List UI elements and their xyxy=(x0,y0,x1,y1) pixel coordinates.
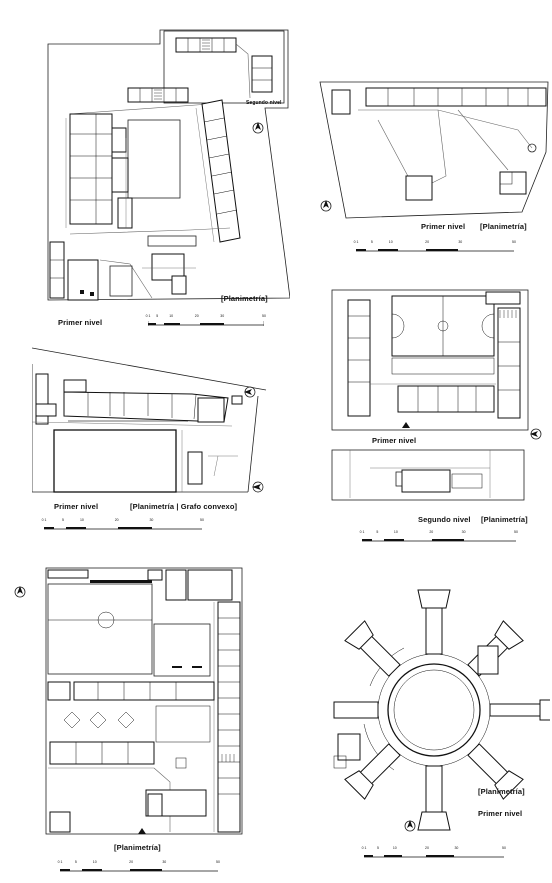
plan-4-scale-tick-20: 20 xyxy=(429,530,434,534)
plan-2-scale-tick-5: 5 xyxy=(370,240,373,244)
plan-6 xyxy=(322,586,550,838)
plan-2-scale-tick-50: 50 xyxy=(512,240,516,244)
plan-2-scale-tick-20: 20 xyxy=(425,240,430,244)
plan-2-label-primer-nivel: Primer nivel xyxy=(421,222,466,231)
plan-2 xyxy=(318,80,550,220)
plan-5-scale-bar: 0 1 5 10 20 30 50 xyxy=(57,860,220,872)
plan-3-scale-tick-30: 30 xyxy=(149,518,154,522)
plan-2-scale-tick-0: 0 1 xyxy=(353,240,359,244)
plan-5-scale-tick-0: 0 1 xyxy=(57,860,63,864)
plan-6-scale-tick-30: 30 xyxy=(454,846,459,850)
plan-1-label-planimetria: [Planimetría] xyxy=(221,294,268,303)
plan-4-scale-tick-0: 0 1 xyxy=(359,530,365,534)
plan-1-scale-tick-10: 10 xyxy=(169,314,174,318)
plan-6-scale-tick-20: 20 xyxy=(425,846,429,850)
plan-6-scale-tick-50: 50 xyxy=(502,846,506,850)
plan-2-scale-tick-10: 10 xyxy=(388,240,393,244)
plan-1-label-segundo-nivel: Segundo nivel xyxy=(246,100,282,106)
plan-4-label-planimetria: [Planimetría] xyxy=(481,515,528,524)
plan-1-scale-tick-5: 5 xyxy=(156,314,159,318)
plan-3-scale-tick-20: 20 xyxy=(114,518,119,522)
plan-4-drawing xyxy=(331,289,542,501)
plan-4-scale-tick-10: 10 xyxy=(393,530,398,534)
plan-6-label-primer-nivel: Primer nivel xyxy=(478,809,523,818)
plan-2-label-planimetria: [Planimetría] xyxy=(480,222,527,231)
plan-3-north-arrow-icon xyxy=(252,480,264,493)
plan-3-label-planimetria-grafo: [Planimetría | Grafo convexo] xyxy=(130,502,238,511)
plan-3 xyxy=(32,346,268,494)
plan-4 xyxy=(330,288,548,504)
plan-3-scale-tick-0: 0 1 xyxy=(41,518,47,522)
plan-3-label-primer-nivel: Primer nivel xyxy=(54,502,99,511)
plan-5 xyxy=(12,562,244,838)
plan-1-scale-bar: 0 1 5 10 20 30 50 xyxy=(145,314,266,326)
plan-4-scale-bar: 0 1 5 10 20 30 50 xyxy=(359,530,518,542)
plan-1-scale-tick-30: 30 xyxy=(220,314,225,318)
plan-1-scale-tick-50: 50 xyxy=(262,314,266,318)
plan-4-label-segundo-nivel: Segundo nivel xyxy=(418,515,471,524)
plan-3-scale-tick-50: 50 xyxy=(200,518,204,522)
plan-6-scale-tick-0: 0 1 xyxy=(361,846,367,850)
plan-2-scale-graphic xyxy=(356,249,514,252)
plan-6-label-planimetria: [Planimetría] xyxy=(478,787,525,796)
plan-1 xyxy=(40,28,290,328)
plan-6-scale-graphic xyxy=(364,855,504,858)
plan-5-drawing xyxy=(14,567,243,835)
plan-4-scale-tick-5: 5 xyxy=(376,530,379,534)
plan-4-label-primer-nivel: Primer nivel xyxy=(372,436,417,445)
plan-1-scale-tick-20: 20 xyxy=(194,314,199,318)
plan-2-scale-bar: 0 1 5 10 20 30 50 xyxy=(353,240,516,252)
plan-2-drawing xyxy=(319,81,549,219)
plan-2-scale-tick-30: 30 xyxy=(458,240,463,244)
plan-1-drawing xyxy=(47,29,290,301)
plan-5-scale-tick-10: 10 xyxy=(92,860,97,864)
plan-3-drawing xyxy=(32,347,267,493)
plan-6-scale-tick-10: 10 xyxy=(392,846,397,850)
plan-3-scale-bar: 0 1 5 10 20 30 50 xyxy=(41,518,204,530)
plan-5-scale-tick-50: 50 xyxy=(216,860,220,864)
plan-3-scale-tick-5: 5 xyxy=(61,518,64,522)
plan-5-scale-tick-20: 20 xyxy=(129,860,134,864)
plan-5-label-planimetria: [Planimetría] xyxy=(114,843,161,852)
plan-6-drawing xyxy=(333,589,550,832)
plan-4-scale-tick-50: 50 xyxy=(514,530,518,534)
plan-4-scale-graphic xyxy=(362,539,516,542)
plan-3-scale-tick-10: 10 xyxy=(79,518,84,522)
plan-5-scale-tick-5: 5 xyxy=(74,860,77,864)
plan-6-scale-tick-5: 5 xyxy=(377,846,379,850)
plan-3-scale-graphic xyxy=(44,527,202,530)
plan-5-scale-tick-30: 30 xyxy=(162,860,167,864)
plan-4-scale-tick-30: 30 xyxy=(461,530,466,534)
plan-5-scale-graphic xyxy=(60,869,218,872)
plan-6-scale-bar: 0 1 5 10 20 30 50 xyxy=(361,846,506,858)
plan-1-label-primer-nivel: Primer nivel xyxy=(58,318,103,327)
plan-1-scale-tick-0: 0 1 xyxy=(145,314,151,318)
